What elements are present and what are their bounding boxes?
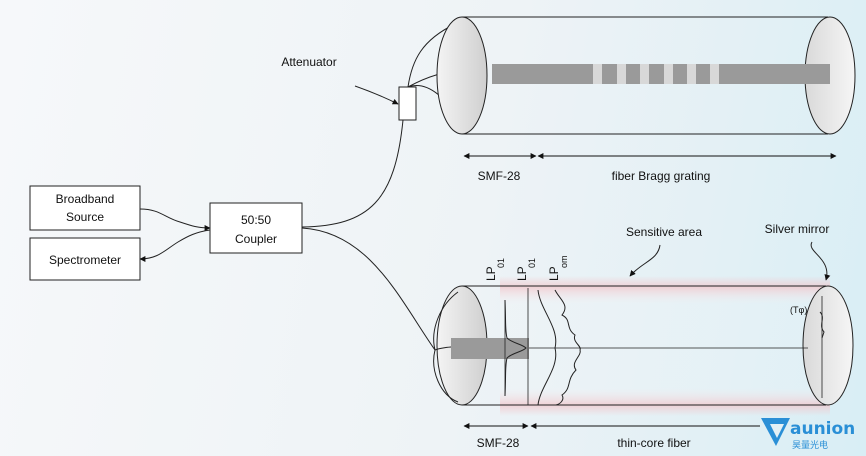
lp01-label-a: LP 01 [484, 258, 506, 281]
smf-top-label: SMF-28 [478, 169, 521, 183]
fiber-core-top [492, 64, 830, 84]
spectrometer-label: Spectrometer [49, 253, 121, 267]
coupler-output-fibers [301, 119, 436, 351]
sensitive-area-arrow [629, 244, 661, 277]
coupler-label-1: 50:50 [241, 213, 271, 227]
sensitive-area-label: Sensitive area [626, 225, 702, 239]
svg-text:01: 01 [527, 258, 537, 268]
input-fibers [139, 208, 211, 262]
lp01-label-b: LP 01 [515, 258, 537, 281]
t-phi-label: (Tφ) [790, 305, 807, 315]
broadband-source-box: Broadband Source [29, 185, 141, 231]
svg-text:LP: LP [547, 266, 561, 281]
svg-text:LP: LP [515, 266, 529, 281]
grating-bands [593, 64, 719, 84]
lpom-profile [554, 289, 581, 406]
broadband-source-label-2: Source [66, 210, 104, 224]
fiber-core-bottom [451, 338, 529, 359]
fbg-label: fiber Bragg grating [612, 169, 711, 183]
smf-bottom-label: SMF-28 [477, 436, 520, 450]
silver-mirror-label: Silver mirror [765, 222, 830, 236]
thin-core-label: thin-core fiber [617, 436, 690, 450]
bottom-fiber-cylinder [433, 276, 854, 416]
broadband-source-label-1: Broadband [56, 192, 115, 206]
svg-text:LP: LP [484, 266, 498, 281]
attenuator-label: Attenuator [281, 55, 336, 69]
lp01-profile-b [537, 289, 557, 406]
top-fiber-cylinder [436, 16, 856, 135]
lp01-profile-a [504, 299, 527, 397]
logo-text: aunion [790, 419, 855, 439]
spectrometer-box: Spectrometer [29, 237, 141, 281]
aunion-logo: aunion 昊量光电 [761, 418, 855, 451]
svg-text:om: om [559, 255, 569, 268]
lpom-label: LP om [547, 255, 569, 281]
coupler-box: 50:50 Coupler [209, 202, 303, 254]
svg-text:01: 01 [496, 258, 506, 268]
sensitive-glow [500, 276, 830, 416]
coupler-label-2: Coupler [235, 232, 277, 246]
silver-mirror-arrow [810, 241, 831, 281]
logo-subtitle: 昊量光电 [792, 439, 828, 451]
